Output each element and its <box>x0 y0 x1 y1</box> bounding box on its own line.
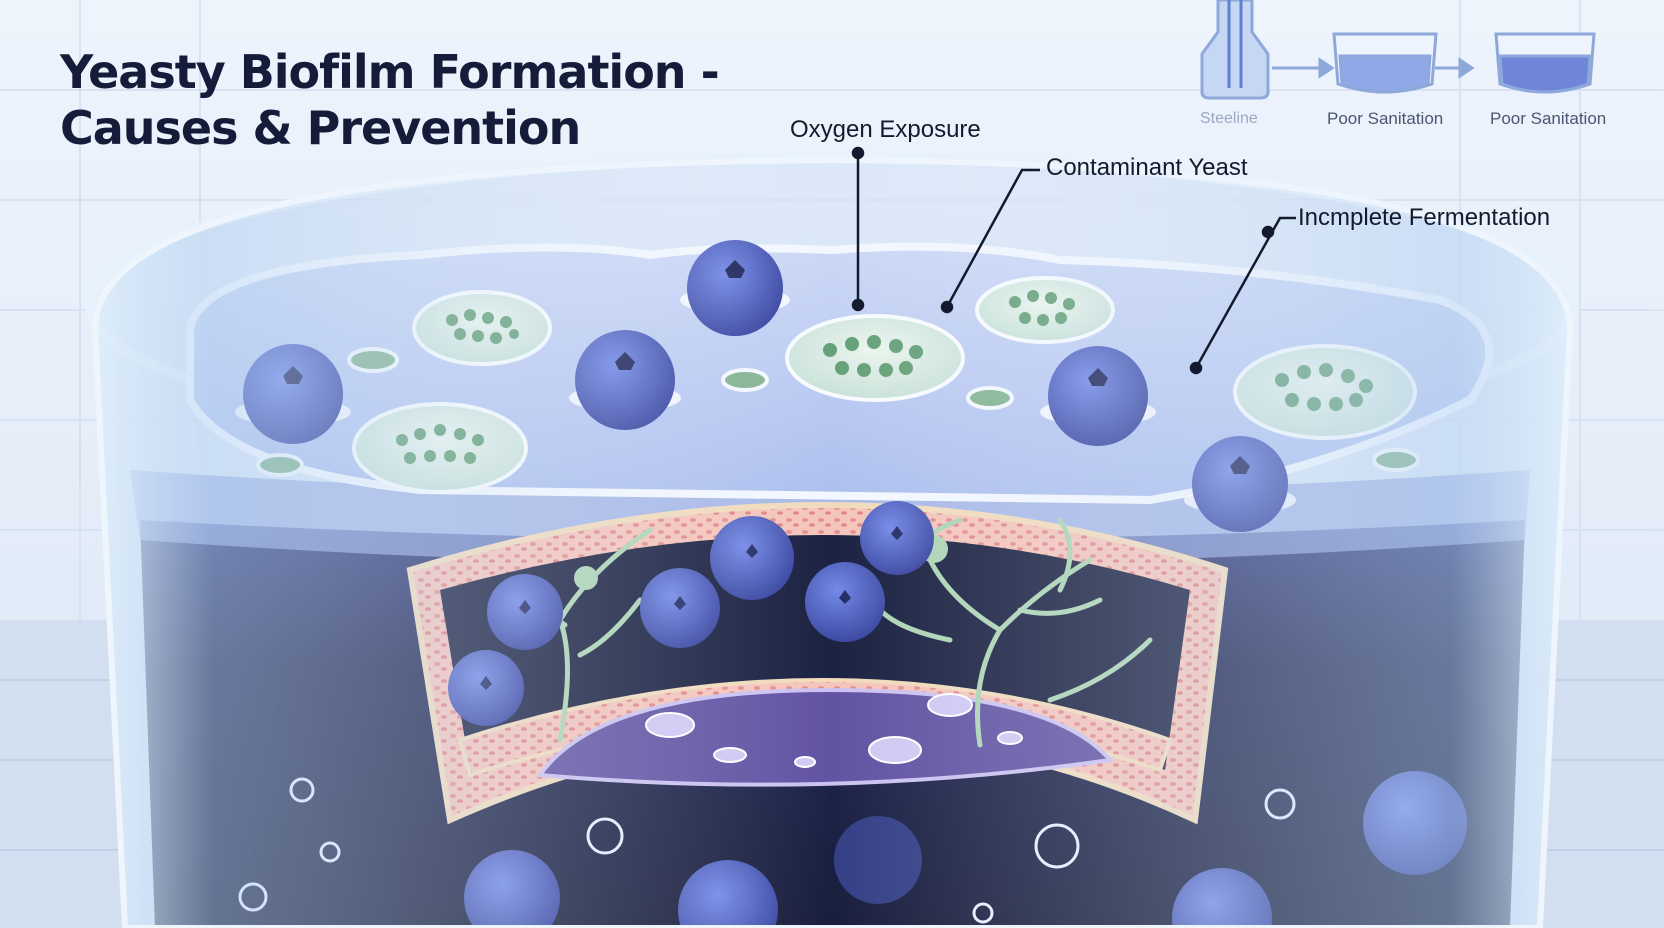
process-step-label-3: Poor Sanitation <box>1490 109 1607 128</box>
flask-icon <box>1200 0 1270 100</box>
callout-incomplete-fermentation: Incmplete Fermentation <box>1298 204 1551 231</box>
process-step-label-2: Poor Sanitation <box>1327 109 1444 128</box>
process-flow <box>1200 0 1596 100</box>
process-step-label-1: Steeline <box>1200 110 1258 127</box>
title-line-2: Causes & Prevention <box>60 101 581 155</box>
callout-contaminant-yeast: Contaminant Yeast <box>1046 154 1248 181</box>
arrow-icon <box>1272 57 1475 79</box>
basin-icon <box>1332 32 1438 94</box>
title-line-1: Yeasty Biofilm Formation - <box>60 45 720 99</box>
callout-oxygen-exposure: Oxygen Exposure <box>790 116 981 143</box>
callout-leaders <box>851 146 1296 375</box>
basin-icon <box>1494 32 1596 94</box>
page-title: Yeasty Biofilm Formation - Causes & Prev… <box>60 44 720 156</box>
